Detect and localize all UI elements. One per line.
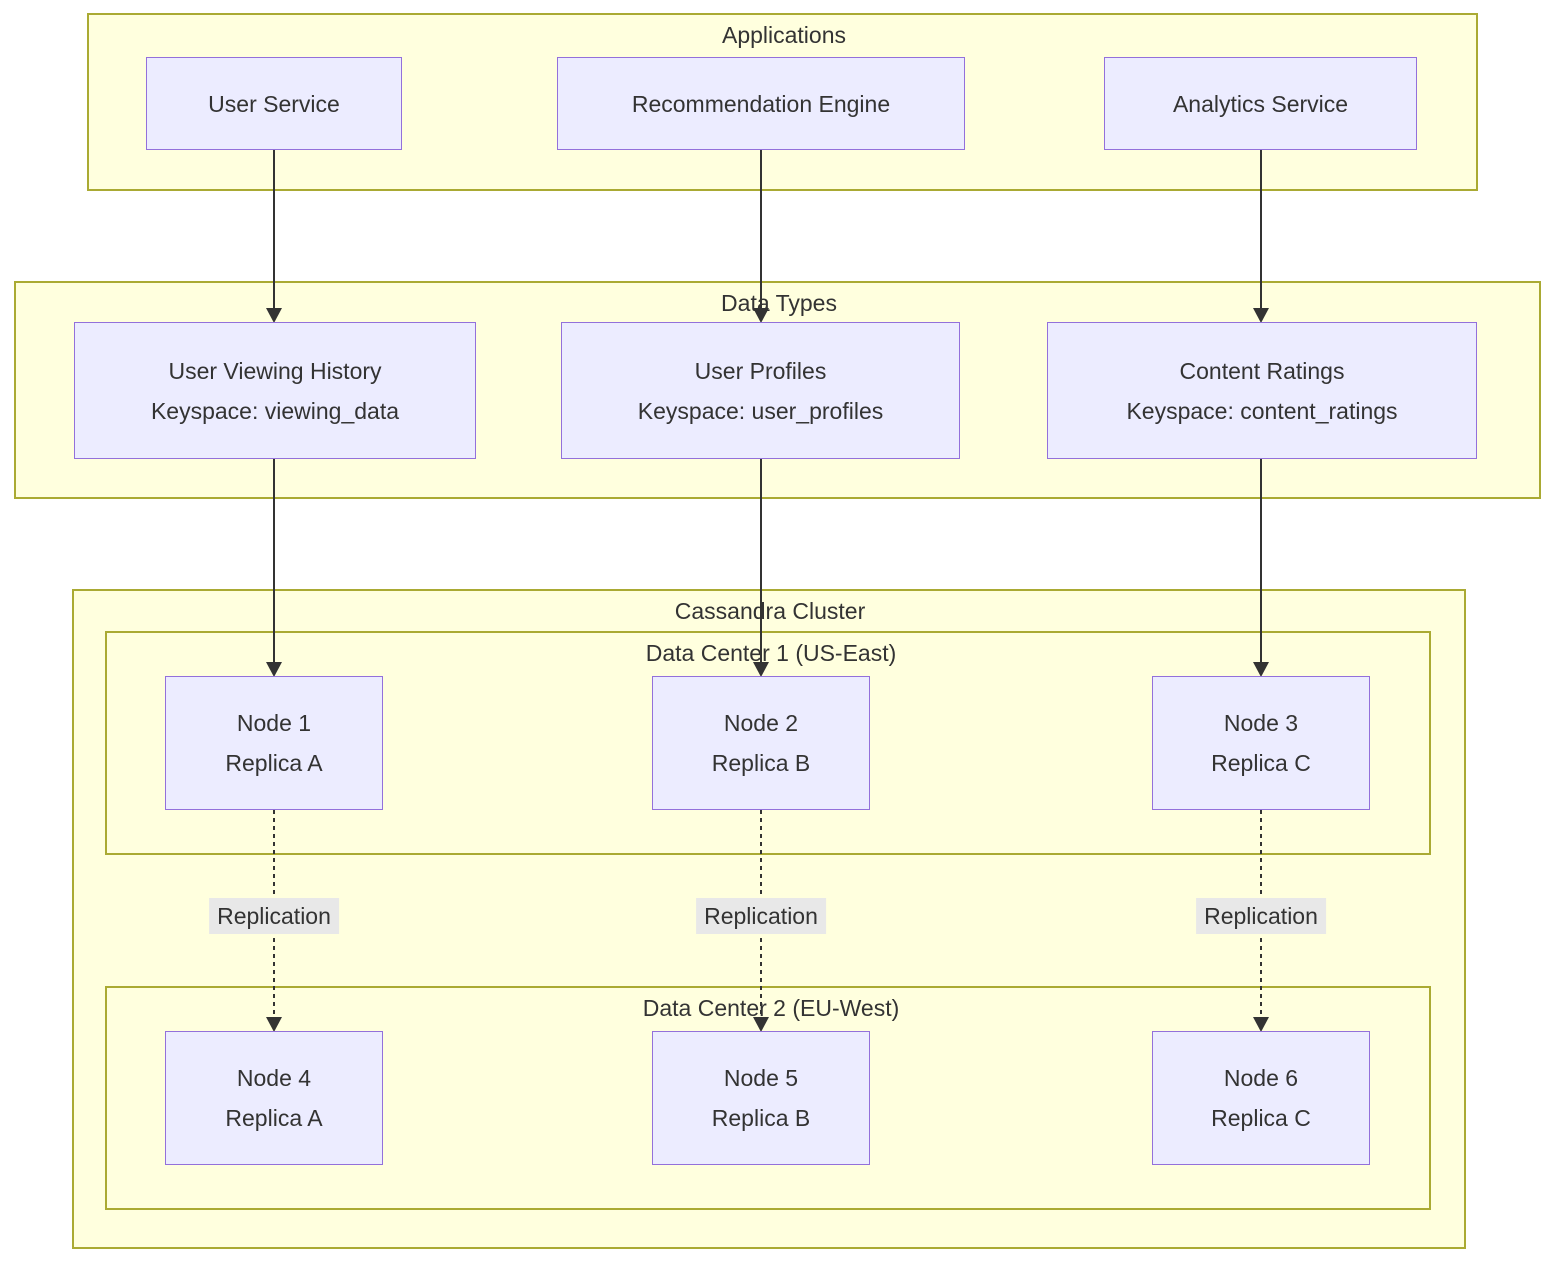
node-5-line1: Node 5 — [723, 1065, 799, 1091]
node-1-line1: Node 1 — [236, 710, 312, 736]
node-analytics-service: Analytics Service — [1104, 57, 1417, 150]
node-content-ratings-line2: Keyspace: content_ratings — [1126, 397, 1398, 424]
node-user-viewing-history-line2: Keyspace: viewing_data — [150, 397, 400, 424]
edge-label-replication-2: Replication — [696, 898, 826, 934]
node-5-replica-b: Node 5 Replica B — [652, 1031, 870, 1165]
node-5-line2: Replica B — [711, 1105, 811, 1131]
node-user-service-label: User Service — [208, 90, 340, 117]
node-2-replica-b: Node 2 Replica B — [652, 676, 870, 810]
node-2-line1: Node 2 — [723, 710, 799, 736]
node-user-profiles-line1: User Profiles — [694, 357, 827, 384]
node-user-viewing-history: User Viewing History Keyspace: viewing_d… — [74, 322, 476, 459]
node-4-line1: Node 4 — [236, 1065, 312, 1091]
edge-label-replication-1: Replication — [209, 898, 339, 934]
node-content-ratings: Content Ratings Keyspace: content_rating… — [1047, 322, 1477, 459]
node-user-profiles-line2: Keyspace: user_profiles — [637, 397, 884, 424]
node-user-viewing-history-line1: User Viewing History — [168, 357, 382, 384]
node-recommendation-engine: Recommendation Engine — [557, 57, 965, 150]
cluster-applications-title: Applications — [721, 22, 847, 48]
node-user-profiles: User Profiles Keyspace: user_profiles — [561, 322, 960, 459]
node-2-line2: Replica B — [711, 750, 811, 776]
node-recommendation-engine-label: Recommendation Engine — [631, 90, 891, 117]
node-3-line2: Replica C — [1211, 750, 1311, 776]
node-6-line2: Replica C — [1211, 1105, 1311, 1131]
cluster-data-center-2-title: Data Center 2 (EU-West) — [642, 995, 900, 1021]
node-6-replica-c: Node 6 Replica C — [1152, 1031, 1370, 1165]
node-1-replica-a: Node 1 Replica A — [165, 676, 383, 810]
node-3-replica-c: Node 3 Replica C — [1152, 676, 1370, 810]
node-analytics-service-label: Analytics Service — [1172, 90, 1349, 117]
cluster-data-center-1-title: Data Center 1 (US-East) — [645, 640, 897, 666]
edge-label-replication-3: Replication — [1196, 898, 1326, 934]
node-user-service: User Service — [146, 57, 402, 150]
node-4-line2: Replica A — [225, 1105, 323, 1131]
cluster-cassandra-title: Cassandra Cluster — [674, 598, 866, 624]
node-3-line1: Node 3 — [1223, 710, 1299, 736]
node-4-replica-a: Node 4 Replica A — [165, 1031, 383, 1165]
cluster-data-types-title: Data Types — [721, 290, 837, 316]
node-1-line2: Replica A — [225, 750, 323, 776]
node-content-ratings-line1: Content Ratings — [1179, 357, 1345, 384]
node-6-line1: Node 6 — [1223, 1065, 1299, 1091]
